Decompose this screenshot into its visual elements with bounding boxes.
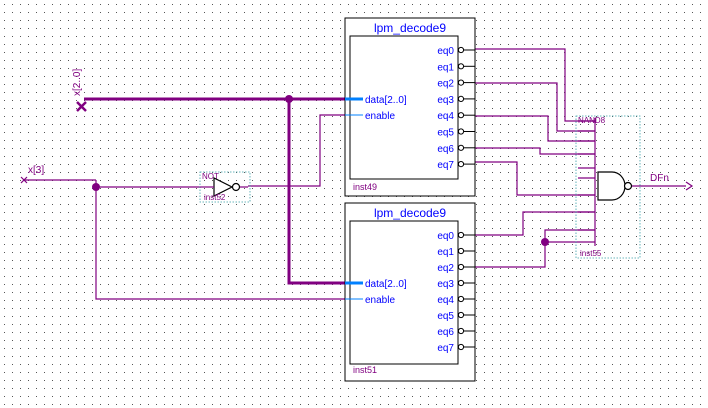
pin-x-icon [76, 101, 87, 112]
wire-b1-eq6[interactable] [466, 147, 595, 155]
block-port-eq7: eq7 [437, 160, 454, 171]
port-bubble-icon [457, 112, 465, 119]
block-title: lpm_decode9 [374, 21, 446, 35]
not-gate-instance: inst52 [204, 193, 226, 202]
nand-body-icon [597, 171, 626, 201]
nand-gate-type: NAND8 [578, 116, 606, 125]
pin-x-icon [20, 176, 28, 184]
block-instance: inst49 [353, 182, 377, 192]
port-bubble-icon [457, 343, 465, 351]
nand-gate-instance: inst55 [580, 249, 602, 258]
block-title: lpm_decode9 [374, 206, 446, 220]
not-gate[interactable]: NOT inst52 [199, 171, 251, 203]
block-port-enable: enable [365, 111, 395, 122]
port-bubble-icon [457, 263, 465, 271]
wire-x3-to-enable-2[interactable] [95, 187, 345, 300]
block-port-eq6: eq6 [437, 327, 454, 338]
port-bubble-icon [457, 327, 465, 335]
port-bubble-icon [457, 247, 465, 255]
block-port-enable: enable [365, 295, 395, 306]
junction-dot [541, 238, 549, 246]
port-bubble-icon [457, 95, 465, 103]
wire-b1-eq7[interactable] [466, 161, 595, 196]
port-bubble-icon [457, 63, 465, 70]
input-pin-x3[interactable]: x[3] [20, 165, 44, 184]
wire-b1-eq2[interactable] [466, 82, 595, 132]
block-port-eq7: eq7 [437, 343, 454, 354]
block-port-eq2: eq2 [437, 263, 454, 274]
block-port-eq3: eq3 [437, 95, 454, 106]
nand-gate[interactable]: NAND8 inst55 [575, 115, 641, 259]
wire-b1-eq4[interactable] [466, 115, 595, 142]
port-bubble-icon [457, 295, 465, 303]
nand-bubble-icon [623, 181, 633, 191]
input-x3-label: x[3] [28, 165, 44, 176]
block-port-eq0: eq0 [437, 46, 454, 57]
decoder-block-2[interactable]: lpm_decode9 data[2..0] enable eq0 eq1 eq2 e… [344, 202, 476, 382]
block-inner-border [349, 35, 459, 180]
port-bubble-icon [457, 46, 465, 54]
output-arrow-icon [685, 181, 694, 191]
input-pin-bus[interactable]: x[2..0] [72, 69, 87, 112]
junctions [92, 95, 549, 246]
block-port-data: data[2..0] [365, 279, 407, 290]
bus-wires [84, 97, 345, 285]
wire-b1-eq0[interactable] [466, 48, 595, 122]
port-bubble-icon [457, 79, 465, 86]
block-instance: inst51 [353, 365, 377, 375]
port-bubble-icon [457, 311, 465, 319]
port-bubble-icon [457, 279, 465, 287]
port-bubble-icon [457, 231, 465, 239]
wire-b2-eq2[interactable] [466, 241, 595, 268]
wire-not-to-enable-1[interactable] [248, 114, 345, 187]
wires [24, 48, 686, 300]
block-port-eq6: eq6 [437, 144, 454, 155]
port-bubble-icon [457, 144, 465, 151]
block-port-eq4: eq4 [437, 111, 454, 122]
gate-frame [575, 115, 641, 259]
wire-b2-eq2-branch[interactable] [544, 229, 595, 242]
junction-dot [285, 95, 293, 103]
wire-x3-trunk[interactable] [95, 180, 200, 188]
block-port-eq3: eq3 [437, 279, 454, 290]
port-bubble-icon [457, 161, 465, 168]
block-port-eq1: eq1 [437, 62, 454, 73]
block-port-eq2: eq2 [437, 79, 454, 90]
not-gate-type: NOT [202, 172, 219, 181]
output-pin[interactable]: DFn [650, 173, 694, 191]
wire-b2-eq0[interactable] [466, 211, 595, 236]
junction-dot [92, 183, 100, 191]
block-port-eq0: eq0 [437, 231, 454, 242]
bus-x-to-block2[interactable] [287, 99, 345, 285]
input-bus-label: x[2..0] [72, 69, 83, 96]
decoder-block-1[interactable]: lpm_decode9 data[2..0] enable eq0 eq1 eq2 e… [344, 17, 476, 197]
block-inner-border [349, 220, 459, 365]
output-label: DFn [650, 173, 669, 184]
block-port-eq4: eq4 [437, 295, 454, 306]
port-bubble-icon [457, 128, 465, 135]
block-port-data: data[2..0] [365, 95, 407, 106]
block-port-eq1: eq1 [437, 247, 454, 258]
not-bubble-icon [231, 182, 241, 192]
block-port-eq5: eq5 [437, 311, 454, 322]
block-port-eq5: eq5 [437, 128, 454, 139]
